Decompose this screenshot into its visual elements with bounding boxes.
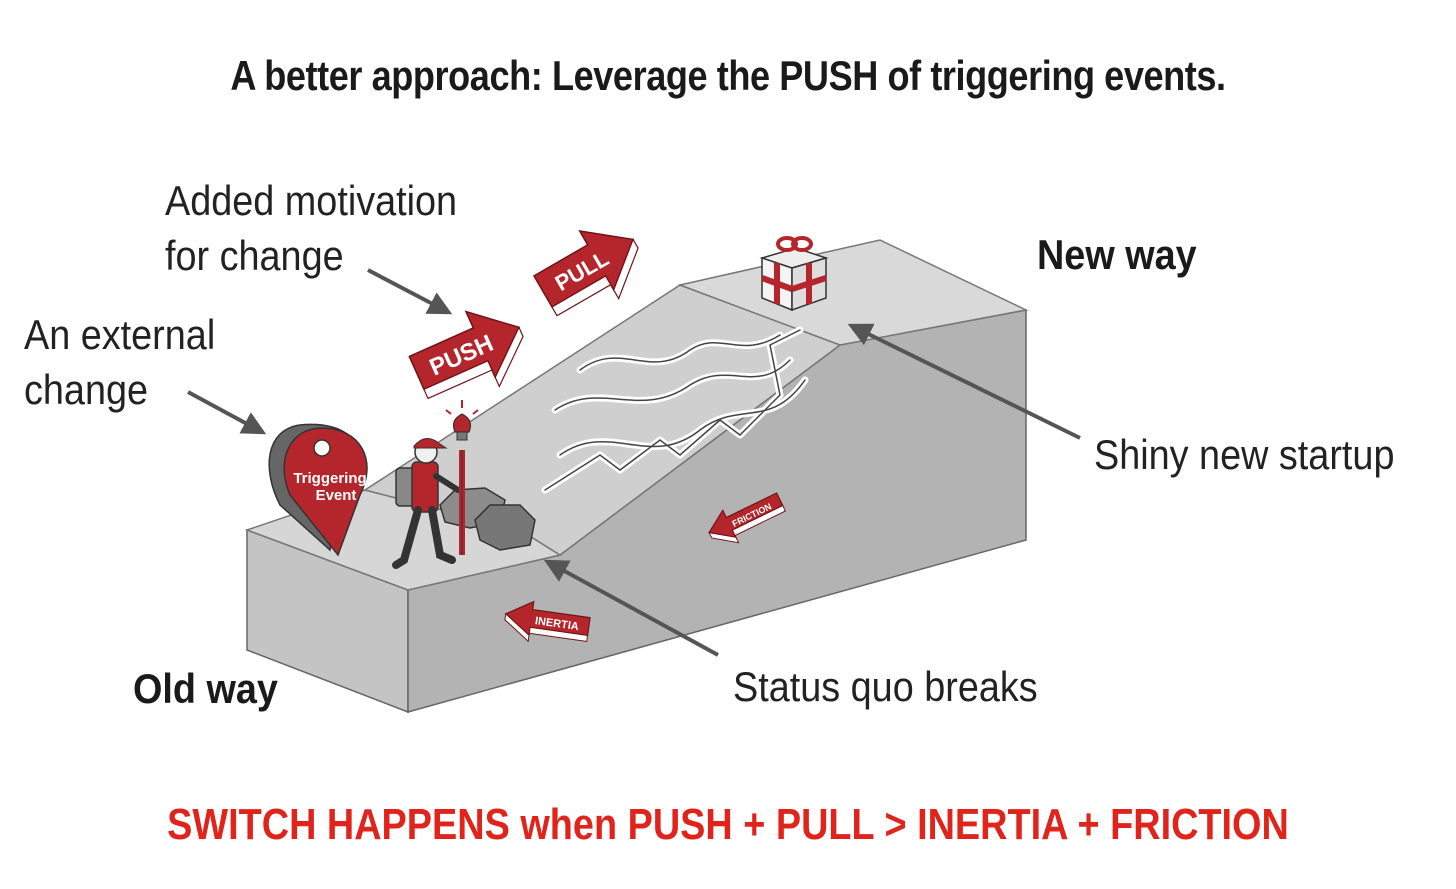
triggering-event-pin: Triggering Event [268,423,368,557]
old-way-label: Old way [133,665,278,712]
pointer-motivation [367,268,453,315]
lightbulb-icon [445,400,479,441]
slope-path-outlines [544,329,806,491]
pointer-external [187,390,267,435]
inertia-arrow: INERTIA [504,600,591,643]
friction-arrow: FRICTION [708,492,787,544]
pull-arrow: PULL [532,230,639,317]
external-label-line2: change [24,366,149,413]
page-title: A better approach: Leverage the PUSH of … [230,52,1226,99]
shiny-startup-label: Shiny new startup [1094,431,1395,478]
switch-formula: SWITCH HAPPENS when PUSH + PULL > INERTI… [167,800,1289,849]
new-way-label: New way [1037,231,1197,278]
rocks-icon [439,487,536,551]
pin-label-line1: Triggering [293,470,366,487]
status-quo-label: Status quo breaks [733,663,1038,710]
gift-icon [759,236,829,312]
motivation-label-line1: Added motivation [165,177,458,224]
motivation-label-line2: for change [165,232,344,279]
external-label-line1: An external [24,311,216,358]
pointer-shiny [847,323,1081,440]
hiker-icon [392,438,465,569]
pointer-status-quo [543,559,719,657]
pin-label-line2: Event [316,487,357,504]
push-arrow: PUSH [408,310,524,400]
